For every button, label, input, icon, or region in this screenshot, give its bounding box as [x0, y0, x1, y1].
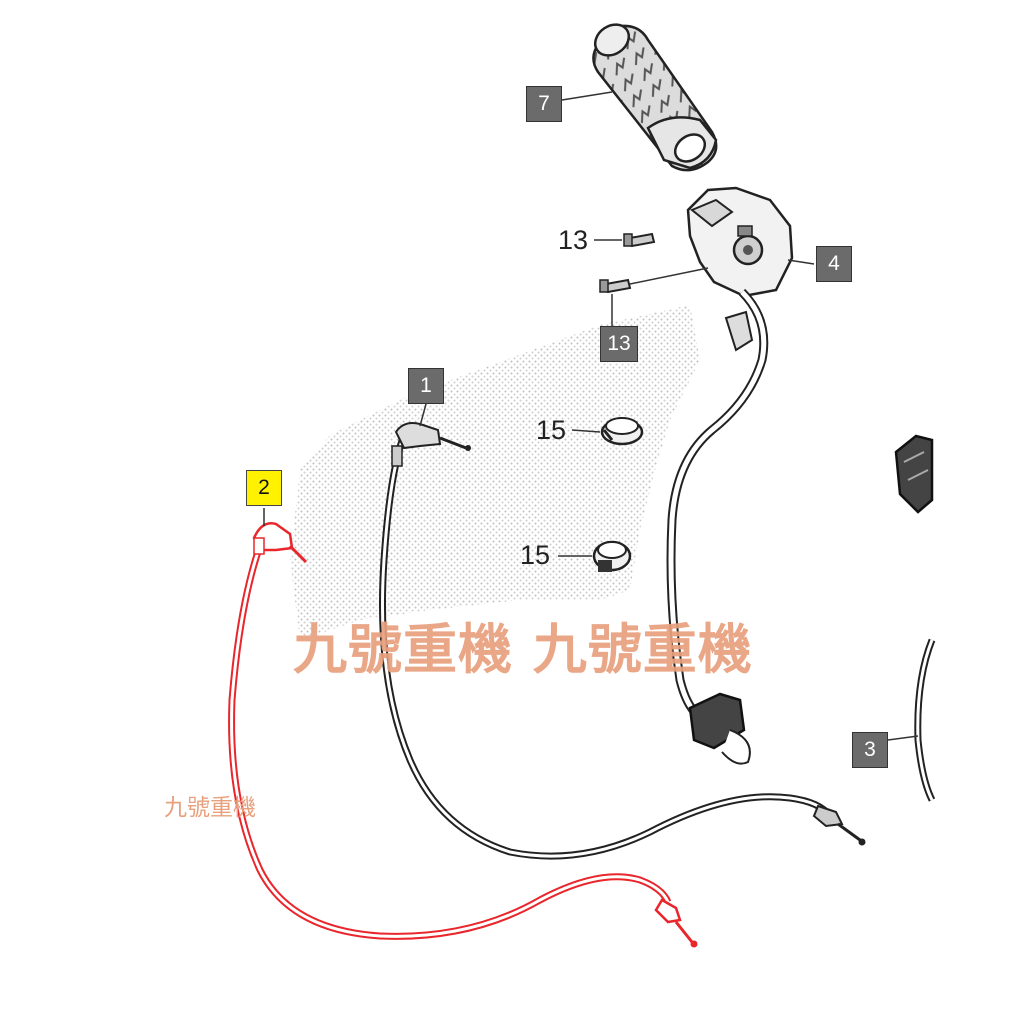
throttle-grip	[592, 23, 718, 172]
callout-part-13[interactable]: 13	[600, 326, 638, 362]
leader-15-top	[571, 429, 601, 433]
watermark-large: 九號重機 九號重機	[293, 618, 753, 681]
callout-part-3[interactable]: 3	[852, 732, 888, 768]
cable-a-upper-end	[391, 422, 471, 467]
right-connector-partial	[894, 434, 934, 514]
cable-clip-lower	[592, 540, 632, 572]
screw-upper	[623, 232, 656, 248]
label-part-13-upper: 13	[558, 225, 589, 255]
harness-connector	[688, 692, 751, 765]
screw-lower	[599, 278, 632, 294]
watermark-small: 九號重機	[164, 795, 256, 821]
harness-clip	[724, 310, 754, 352]
cable-a-lower-end	[812, 804, 866, 846]
shaded-region	[290, 305, 700, 640]
leader-13-box-b	[629, 267, 709, 285]
label-part-15-upper: 15	[536, 415, 567, 445]
cable-b-lower-end	[654, 898, 698, 948]
throttle-housing	[686, 186, 794, 298]
label-part-15-lower: 15	[520, 540, 551, 570]
callout-part-4[interactable]: 4	[816, 246, 852, 282]
callout-part-2-highlighted[interactable]: 2	[246, 470, 282, 506]
leader-1	[419, 403, 427, 427]
leader-3	[887, 735, 919, 741]
leader-4	[787, 259, 815, 265]
leader-7	[561, 91, 613, 101]
callout-part-1[interactable]: 1	[408, 368, 444, 404]
cable-clip-upper	[600, 417, 644, 446]
cable-b-upper-end	[252, 522, 308, 564]
callout-part-7[interactable]: 7	[526, 86, 562, 122]
